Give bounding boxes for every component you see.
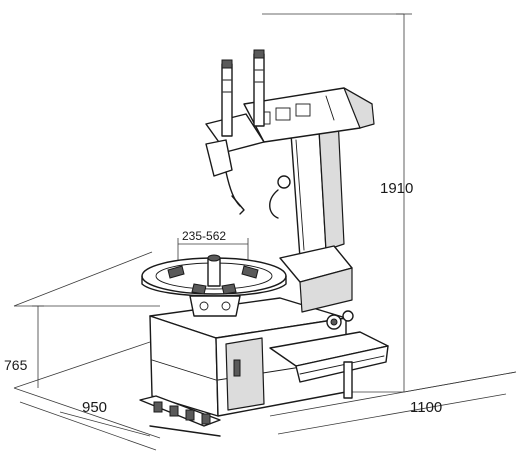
dimension-labels: 1910 765 950 1100 235-562	[4, 180, 442, 416]
width-label: 1100	[410, 399, 442, 416]
depth-label: 950	[82, 399, 107, 416]
cabinet-body	[149, 245, 389, 417]
dimension-lines	[13, 13, 517, 451]
height-total-label: 1910	[380, 180, 413, 197]
base-and-pedals	[139, 395, 221, 437]
column-assembly	[205, 49, 375, 259]
table-height-label: 765	[4, 357, 28, 373]
clamp-range-label: 235-562	[182, 229, 226, 243]
turntable	[141, 254, 287, 317]
